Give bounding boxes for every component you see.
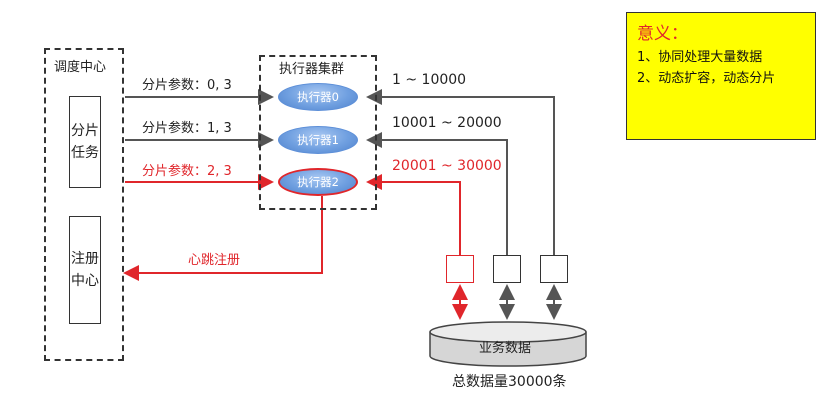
scheduler-center	[44, 48, 124, 361]
range-arrow-2	[366, 174, 461, 255]
heartbeat-label: 心跳注册	[188, 253, 241, 268]
database-cylinder	[429, 321, 587, 367]
heartbeat-arrow	[123, 196, 323, 281]
executor-2-label: 执行器2	[297, 175, 339, 189]
scheduler-title: 调度中心	[54, 60, 107, 75]
range-arrow-0	[366, 89, 555, 255]
executor-cluster	[259, 55, 377, 210]
shard-box-1	[493, 255, 521, 283]
meaning-note: 意义： 1、协同处理大量数据 2、动态扩容，动态分片	[626, 12, 816, 140]
shard-param-1: 分片参数：1, 3	[142, 121, 232, 136]
registry-box: 注册 中心	[69, 216, 101, 324]
shard-param-0: 分片参数：0, 3	[142, 78, 232, 93]
executor-0: 执行器0	[278, 83, 358, 111]
range-arrow-1	[366, 132, 508, 255]
range-0: 1 ~ 10000	[392, 72, 467, 88]
executor-0-label: 执行器0	[297, 90, 339, 104]
registry-label: 注册 中心	[71, 251, 99, 289]
database-caption: 总数据量30000条	[452, 374, 567, 390]
range-2: 20001 ~ 30000	[392, 158, 502, 174]
shard-box-2	[446, 255, 474, 283]
note-item-2: 2、动态扩容，动态分片	[637, 71, 776, 86]
note-item-1: 1、协同处理大量数据	[637, 50, 763, 65]
executor-2: 执行器2	[278, 168, 358, 196]
range-1: 10001 ~ 20000	[392, 115, 502, 131]
executor-1-label: 执行器1	[297, 133, 339, 147]
shard-task-label: 分片 任务	[71, 123, 99, 161]
database-label: 业务数据	[479, 341, 532, 356]
shard-task-box: 分片 任务	[69, 96, 101, 188]
cluster-title: 执行器集群	[279, 62, 345, 77]
shard-param-2: 分片参数：2, 3	[142, 164, 232, 179]
note-title: 意义：	[637, 24, 688, 44]
executor-1: 执行器1	[278, 126, 358, 154]
shard-box-0	[540, 255, 568, 283]
